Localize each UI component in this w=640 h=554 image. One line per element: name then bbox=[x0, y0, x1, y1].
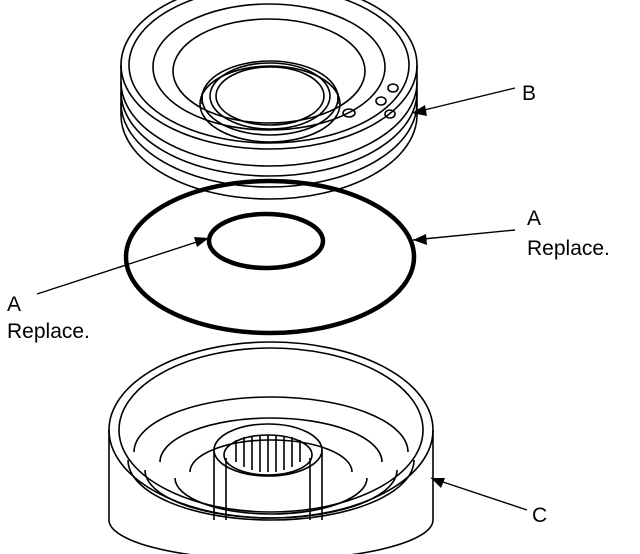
leader-a-left bbox=[36, 237, 210, 295]
label-a-right-letter: A bbox=[527, 207, 541, 230]
label-a-left-text: Replace. bbox=[7, 320, 90, 343]
part-c-drum bbox=[108, 341, 434, 554]
leader-b bbox=[411, 87, 516, 116]
label-c: C bbox=[532, 504, 547, 527]
label-a-right-text: Replace. bbox=[527, 237, 610, 260]
leader-c bbox=[430, 477, 528, 511]
label-a-left-letter: A bbox=[7, 293, 21, 316]
label-b: B bbox=[522, 82, 536, 105]
o-ring-outer bbox=[123, 178, 417, 336]
leader-a-right bbox=[412, 229, 516, 245]
part-b-housing bbox=[120, 0, 418, 200]
o-ring-inner bbox=[206, 211, 326, 271]
